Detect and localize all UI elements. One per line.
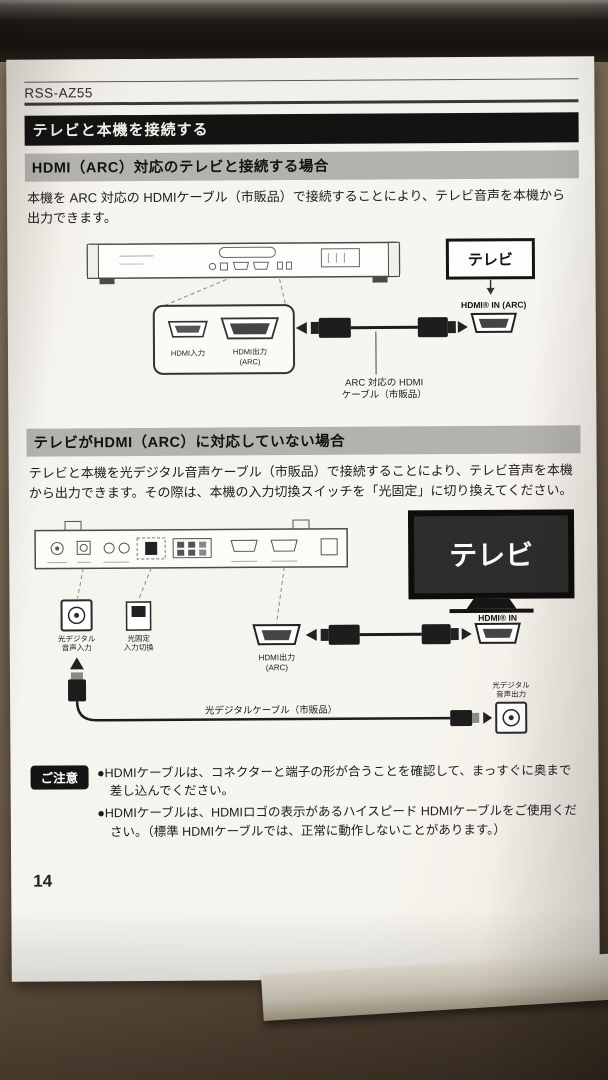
zoom-callout-line-right bbox=[279, 279, 287, 306]
arc-heading: HDMI（ARC）対応のテレビと接続する場合 bbox=[31, 158, 329, 177]
cable-caption-line2: ケーブル（市販品） bbox=[342, 389, 427, 402]
insert-arrow-right-icon bbox=[457, 321, 468, 334]
arc-connection-diagram: HDMI入力 HDMI出力 (ARC) テレビ HDMI® IN (ARC) bbox=[86, 238, 536, 402]
hdmi-cable bbox=[295, 317, 468, 339]
down-arrow-icon bbox=[486, 288, 495, 296]
tv: テレビ HDMI® IN bbox=[407, 508, 575, 644]
optical-callout-line bbox=[76, 567, 84, 599]
input-select-switch: 光固定 入力切換 bbox=[124, 600, 155, 652]
optical-out-label-line2: 音声出力 bbox=[496, 688, 526, 698]
insert-arrow-up-icon bbox=[69, 656, 84, 669]
switch-label-line1: 光固定 bbox=[127, 632, 150, 642]
optical-cable: 光デジタルケーブル（市販品） bbox=[67, 656, 493, 726]
manual-page: RSS-AZ55 テレビと本機を接続する HDMI（ARC）対応のテレビと接続す… bbox=[6, 56, 600, 982]
hdmi-output-port: HDMI出力 (ARC) bbox=[252, 623, 301, 672]
soundbar-rear-view bbox=[86, 241, 401, 285]
hdmi-out-label-line1: HDMI出力 bbox=[259, 652, 296, 662]
tv-label: テレビ bbox=[449, 539, 533, 571]
insert-arrow-right-icon bbox=[461, 627, 472, 640]
zoom-callout-line-left bbox=[163, 279, 227, 307]
arc-heading-banner: HDMI（ARC）対応のテレビと接続する場合 bbox=[24, 150, 579, 182]
hdmi-cable bbox=[305, 623, 472, 645]
optical-in-label-line1: 光デジタル bbox=[58, 633, 96, 643]
hdmi-out-callout-line bbox=[276, 566, 285, 623]
tv-hdmi-in-label: HDMI® IN bbox=[478, 612, 517, 622]
optical-out-label-line1: 光デジタル bbox=[492, 679, 530, 689]
optical-output-jack: 光デジタル 音声出力 bbox=[492, 679, 530, 734]
book-top-shadow bbox=[0, 0, 608, 62]
tv-hdmi-in-arc-label: HDMI® IN (ARC) bbox=[461, 300, 527, 310]
hdmi-input-port-label: HDMI入力 bbox=[171, 348, 205, 358]
hdmi-out-label-line2: (ARC) bbox=[266, 663, 289, 672]
cable-caption: ARC 対応の HDMI ケーブル（市販品） bbox=[342, 331, 427, 402]
arc-body-text: 本機を ARC 対応の HDMIケーブル（市販品）で接続することにより、テレビ音… bbox=[26, 187, 566, 226]
hdmi-output-arc-label: (ARC) bbox=[240, 358, 261, 367]
cable-caption-line1: ARC 対応の HDMI bbox=[345, 377, 423, 389]
no-arc-body-text: テレビと本機を光デジタル音声ケーブル（市販品）で接続することにより、テレビ音声を… bbox=[28, 462, 573, 502]
optical-connection-diagram: 光デジタル 音声入力 光固定 入力切換 HDMI出力 (ARC) テレビ bbox=[34, 508, 575, 734]
insert-arrow-left-icon bbox=[305, 628, 317, 641]
optical-cable-caption: 光デジタルケーブル（市販品） bbox=[205, 703, 337, 716]
no-arc-heading: テレビがHDMI（ARC）に対応していない場合 bbox=[33, 434, 346, 452]
caution-items: ●HDMIケーブルは、コネクターと端子の形が合うことを確認して、まっすぐに奥まで… bbox=[97, 761, 581, 845]
insert-arrow-left-icon bbox=[295, 322, 307, 335]
tv-connection: テレビ HDMI® IN (ARC) bbox=[445, 238, 536, 334]
optical-input-jack: 光デジタル 音声入力 bbox=[58, 598, 96, 652]
section-title: テレビと本機を接続する bbox=[32, 121, 209, 140]
optical-in-label-line2: 音声入力 bbox=[62, 642, 92, 652]
tv-label: テレビ bbox=[468, 252, 513, 269]
switch-label-line2: 入力切換 bbox=[124, 641, 155, 651]
page-number: 14 bbox=[33, 871, 53, 891]
insert-arrow-right-icon bbox=[483, 711, 493, 724]
section-title-banner: テレビと本機を接続する bbox=[24, 112, 579, 146]
caution-note: ご注意 ●HDMIケーブルは、コネクターと端子の形が合うことを確認して、まっすぐ… bbox=[30, 761, 580, 845]
caution-badge: ご注意 bbox=[30, 764, 89, 790]
no-arc-heading-banner: テレビがHDMI（ARC）に対応していない場合 bbox=[26, 425, 581, 457]
hdmi-output-port-label: HDMI出力 bbox=[233, 346, 267, 356]
hdmi-ports-zoom-box: HDMI入力 HDMI出力 (ARC) bbox=[152, 304, 296, 376]
caution-item-2: ●HDMIケーブルは、HDMIロゴの表示があるハイスピード HDMIケーブルをご… bbox=[97, 803, 578, 839]
switch-callout-line bbox=[138, 567, 152, 600]
rear-panel bbox=[34, 519, 349, 569]
caution-item-1: ●HDMIケーブルは、コネクターと端子の形が合うことを確認して、まっすぐに奥まで… bbox=[97, 762, 572, 799]
